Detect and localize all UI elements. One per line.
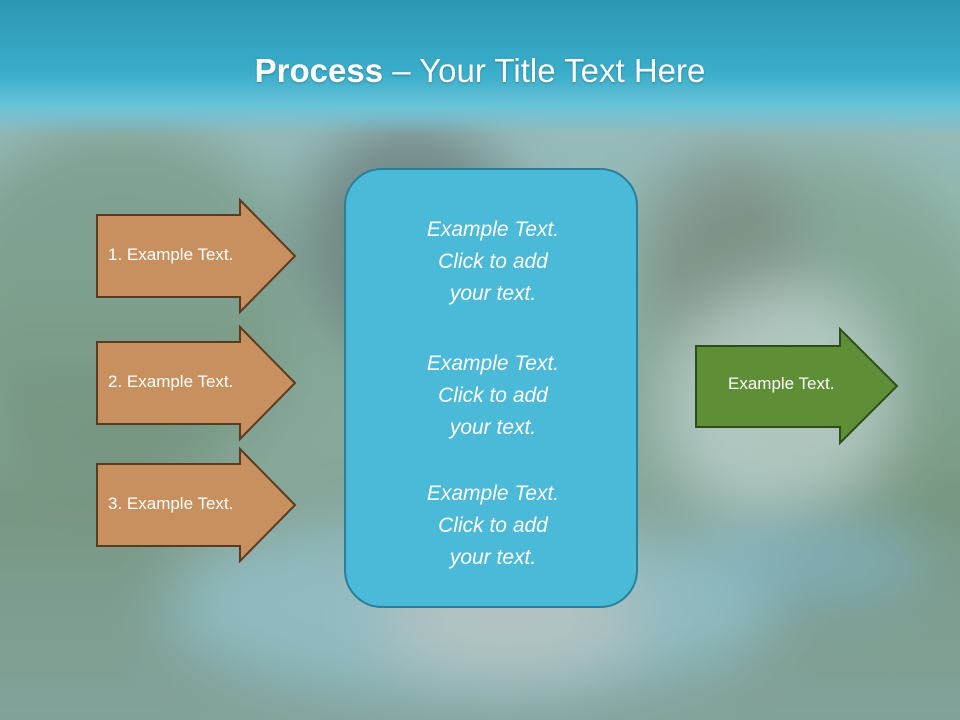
left-arrow-1-label: 1. Example Text. xyxy=(108,245,234,264)
left-arrow-2-label: 2. Example Text. xyxy=(108,372,234,391)
center-text-line: Click to add xyxy=(438,250,548,273)
title-rest: – Your Title Text Here xyxy=(383,52,706,89)
title-band xyxy=(0,0,960,135)
center-text-line: your text. xyxy=(449,416,537,439)
slide-title[interactable]: Process – Your Title Text Here xyxy=(0,52,960,90)
center-text-line: Example Text. xyxy=(426,218,560,241)
center-text-line: your text. xyxy=(449,282,537,305)
center-text-line: Example Text. xyxy=(426,352,560,375)
right-arrow-label: Example Text. xyxy=(728,374,835,393)
left-arrow-2[interactable]: 2. Example Text. xyxy=(96,324,297,442)
left-arrow-3[interactable]: 3. Example Text. xyxy=(96,446,297,564)
center-text-line: Click to add xyxy=(438,384,548,407)
center-text-block-1: Example Text. Click to add your text. xyxy=(346,214,640,310)
center-text-line: Example Text. xyxy=(426,482,560,505)
center-text-line: your text. xyxy=(449,546,537,569)
left-arrow-1[interactable]: 1. Example Text. xyxy=(96,197,297,315)
center-text-line: Click to add xyxy=(438,514,548,537)
center-text-block-2: Example Text. Click to add your text. xyxy=(346,348,640,444)
right-arrow[interactable]: Example Text. xyxy=(695,326,899,446)
left-arrow-3-label: 3. Example Text. xyxy=(108,494,234,513)
title-bold: Process xyxy=(254,52,384,89)
center-text-block-3: Example Text. Click to add your text. xyxy=(346,478,640,574)
center-text-box[interactable]: Example Text. Click to add your text. Ex… xyxy=(344,168,638,608)
